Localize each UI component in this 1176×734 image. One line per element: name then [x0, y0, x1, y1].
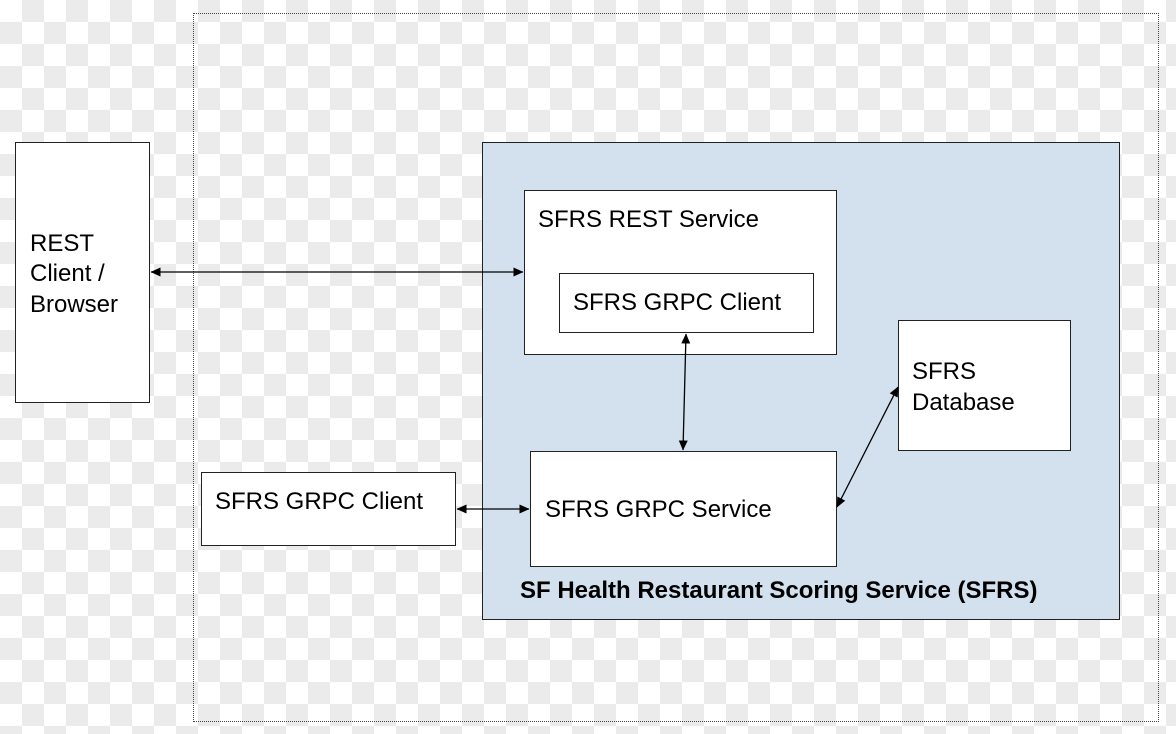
rest-client-label-line-1: REST — [30, 230, 95, 257]
external-grpc-client-label: SFRS GRPC Client — [215, 488, 424, 515]
rest-client-label-line-3: Browser — [30, 291, 119, 318]
grpc-service-label: SFRS GRPC Service — [545, 496, 772, 523]
database-label-line-2: Database — [912, 389, 1015, 416]
database-box[interactable]: SFRS Database — [898, 320, 1071, 451]
rest-client-label-line-2: Client / — [30, 260, 105, 287]
connector-inner-grpc-client-to-grpc-service[interactable] — [678, 333, 691, 451]
grpc-service-box[interactable]: SFRS GRPC Service — [530, 451, 837, 567]
external-grpc-client-box[interactable]: SFRS GRPC Client — [201, 472, 456, 546]
system-boundary — [193, 13, 1159, 722]
inner-grpc-client-box[interactable]: SFRS GRPC Client — [559, 273, 814, 333]
rest-client-browser-box[interactable]: REST Client / Browser — [15, 142, 150, 403]
service-panel-title: SF Health Restaurant Scoring Service (SF… — [520, 577, 1038, 604]
rest-service-label: SFRS REST Service — [538, 206, 759, 233]
connector-grpc-service-to-database[interactable] — [836, 386, 899, 508]
database-label-line-1: SFRS — [912, 358, 977, 385]
inner-grpc-client-label: SFRS GRPC Client — [573, 289, 782, 316]
